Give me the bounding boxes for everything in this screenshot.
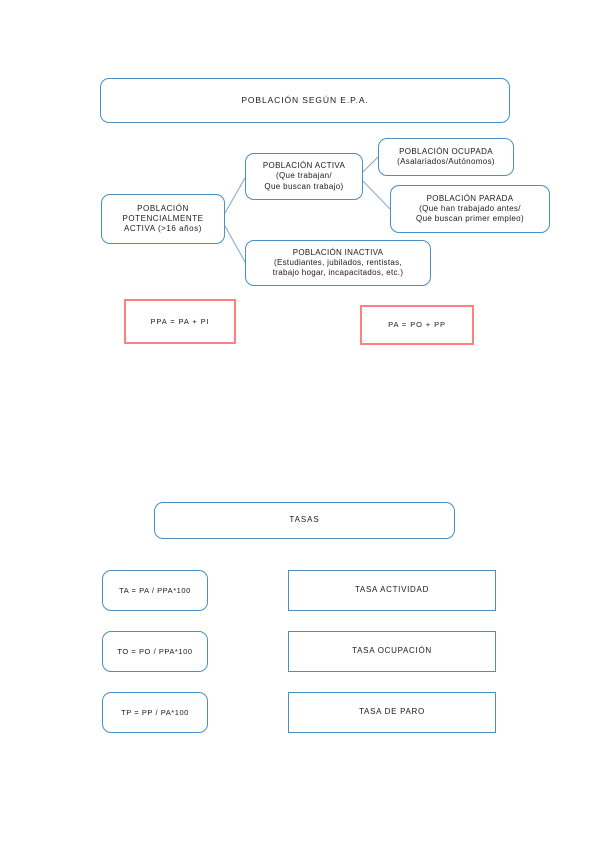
connector-root-to-inactiva (224, 225, 246, 263)
node-poblacion-parada: POBLACIÓN PARADA (Que han trabajado ante… (390, 185, 550, 233)
node-poblacion-inactiva: POBLACIÓN INACTIVA (Estudiantes, jubilad… (245, 240, 431, 286)
node-poblacion-potencialmente-activa: POBLACIÓN POTENCIALMENTE ACTIVA (>16 año… (101, 194, 225, 244)
connector-root-to-activa (224, 177, 246, 214)
rate-formula-tasa-paro: TP = PP / PA*100 (102, 692, 208, 733)
rate-formula-tasa-ocupacion: TO = PO / PPA*100 (102, 631, 208, 672)
rate-label-tasa-paro: TASA DE PARO (288, 692, 496, 733)
connector-activa-to-parada (362, 180, 391, 210)
node-poblacion-ocupada: POBLACIÓN OCUPADA (Asalariados/Autónomos… (378, 138, 514, 176)
formula-box-ppa: PPA = PA + PI (124, 299, 236, 344)
rate-label-tasa-actividad: TASA ACTIVIDAD (288, 570, 496, 611)
formula-box-pa: PA = PO + PP (360, 305, 474, 345)
rate-label-tasa-ocupacion: TASA OCUPACIÓN (288, 631, 496, 672)
connector-activa-to-ocupada (362, 156, 379, 173)
rate-formula-tasa-actividad: TA = PA / PPA*100 (102, 570, 208, 611)
rates-heading-box: TASAS (154, 502, 455, 539)
node-poblacion-activa: POBLACIÓN ACTIVA (Que trabajan/ Que busc… (245, 153, 363, 200)
diagram-title-box: POBLACIÓN SEGÚN E.P.A. (100, 78, 510, 123)
